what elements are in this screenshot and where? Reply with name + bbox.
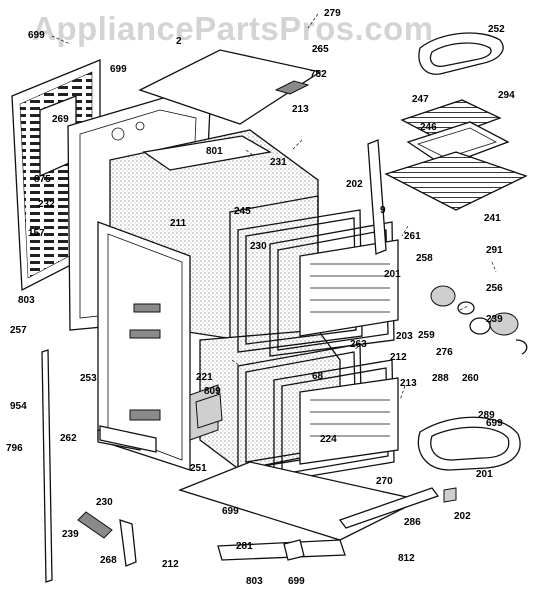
part-number-label: 270 bbox=[376, 476, 393, 487]
lower-door-frames bbox=[237, 343, 399, 483]
part-number-label: 294 bbox=[498, 90, 515, 101]
part-number-label: 201 bbox=[384, 269, 401, 280]
side-rail bbox=[367, 139, 387, 255]
part-number-label: 752 bbox=[310, 69, 327, 80]
part-number-label: 258 bbox=[416, 253, 433, 264]
part-number-label: 289 bbox=[478, 410, 495, 421]
part-number-label: 268 bbox=[100, 555, 117, 566]
part-number-label: 202 bbox=[346, 179, 363, 190]
light-socket-parts bbox=[430, 285, 528, 355]
part-number-label: 286 bbox=[404, 517, 421, 528]
part-number-label: 253 bbox=[80, 373, 97, 384]
part-labels: 699 279 2 265 252 699 752 294 269 213 247 246 801 231… bbox=[6, 8, 515, 587]
part-number-label: 247 bbox=[412, 94, 429, 105]
part-number-label: 801 bbox=[206, 146, 223, 157]
part-number-label: 699 bbox=[222, 506, 239, 517]
part-number-label: 212 bbox=[390, 352, 407, 363]
part-number-label: 263 bbox=[350, 339, 367, 350]
part-number-label: 281 bbox=[236, 541, 253, 552]
part-number-label: 202 bbox=[454, 511, 471, 522]
part-number-label: 699 bbox=[28, 30, 45, 41]
part-number-label: 211 bbox=[170, 218, 187, 229]
part-number-label: 288 bbox=[432, 373, 449, 384]
part-number-label: 291 bbox=[486, 245, 503, 256]
part-number-label: 213 bbox=[400, 378, 417, 389]
part-number-label: 230 bbox=[250, 241, 267, 252]
part-number-label: 803 bbox=[18, 295, 35, 306]
broil-element bbox=[417, 416, 521, 471]
part-number-label: 262 bbox=[60, 433, 77, 444]
brackets bbox=[99, 393, 457, 503]
part-number-label: 246 bbox=[420, 122, 437, 133]
part-number-label: 231 bbox=[270, 157, 287, 168]
part-number-label: 803 bbox=[246, 576, 263, 587]
part-number-label: 245 bbox=[234, 206, 251, 217]
part-number-label: 232 bbox=[38, 199, 55, 210]
part-number-label: 201 bbox=[476, 469, 493, 480]
part-number-label: 276 bbox=[436, 347, 453, 358]
part-number-label: 259 bbox=[418, 330, 435, 341]
bake-element bbox=[418, 32, 504, 75]
part-number-label: 796 bbox=[6, 443, 23, 454]
part-number-label: 2 bbox=[176, 36, 182, 47]
part-number-label: 260 bbox=[462, 373, 479, 384]
part-number-label: 256 bbox=[486, 283, 503, 294]
part-number-label: 699 bbox=[110, 64, 127, 75]
part-number-label: 251 bbox=[190, 463, 207, 474]
part-number-label: 875 bbox=[34, 174, 51, 185]
part-number-label: 239 bbox=[62, 529, 79, 540]
part-number-label: 230 bbox=[96, 497, 113, 508]
trim-strip bbox=[338, 487, 440, 529]
part-number-label: 241 bbox=[484, 213, 501, 224]
leader-lines bbox=[51, 13, 497, 401]
side-rod bbox=[41, 349, 53, 583]
upper-door-frames bbox=[237, 209, 399, 357]
watermark: AppliancePartsPros.com bbox=[32, 10, 434, 47]
part-number-label: 224 bbox=[320, 434, 337, 445]
hinge bbox=[283, 539, 305, 561]
part-number-label: 699 bbox=[486, 418, 503, 429]
part-number-label: 699 bbox=[288, 576, 305, 587]
part-number-label: 68 bbox=[312, 371, 324, 382]
part-number-label: 265 bbox=[312, 44, 329, 55]
part-number-label: 279 bbox=[324, 8, 341, 19]
part-number-label: 203 bbox=[396, 331, 413, 342]
part-number-label: 269 bbox=[52, 114, 69, 125]
part-number-label: 954 bbox=[10, 401, 27, 412]
part-number-label: 9 bbox=[380, 205, 386, 216]
part-number-label: 257 bbox=[10, 325, 27, 336]
part-number-label: 157 bbox=[28, 228, 45, 239]
broil-pan bbox=[384, 99, 528, 211]
part-number-label: 239 bbox=[486, 314, 503, 325]
part-number-label: 812 bbox=[398, 553, 415, 564]
part-number-label: 252 bbox=[488, 24, 505, 35]
part-number-label: 809 bbox=[204, 386, 221, 397]
top-cover bbox=[138, 49, 322, 125]
part-number-label: 261 bbox=[404, 231, 421, 242]
part-number-label: 221 bbox=[196, 372, 213, 383]
part-number-label: 212 bbox=[162, 559, 179, 570]
door-handle bbox=[77, 511, 137, 567]
part-number-label: 213 bbox=[292, 104, 309, 115]
